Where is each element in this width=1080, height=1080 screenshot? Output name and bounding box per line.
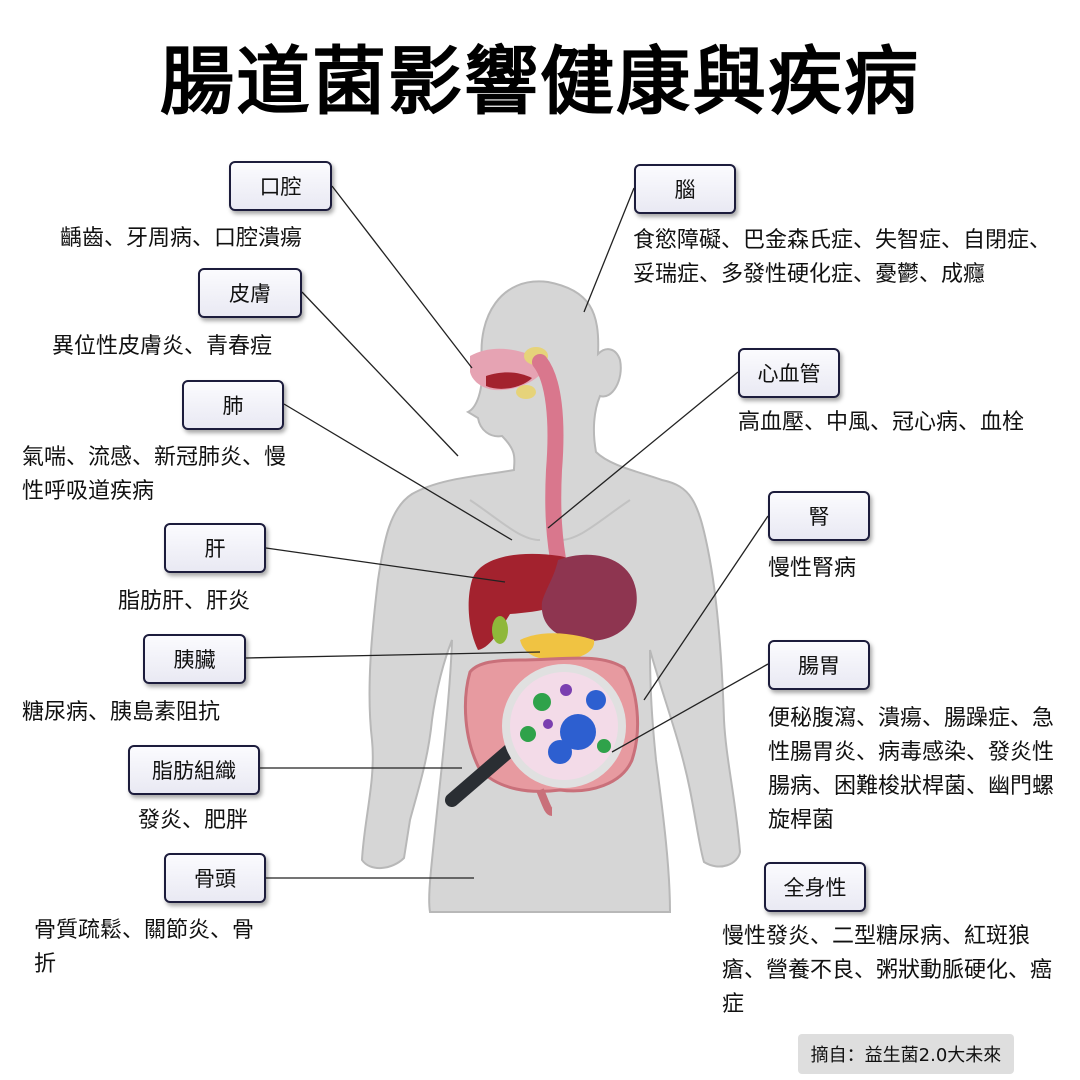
skin-connector xyxy=(301,291,459,457)
page-title: 腸道菌影響健康與疾病 xyxy=(160,39,920,125)
gallbladder-illustration xyxy=(492,616,508,644)
desc-fat-tissue: 發炎、肥胖 xyxy=(138,808,249,833)
label-box-gastrointestinal: 腸胃 xyxy=(768,640,870,690)
stomach-illustration xyxy=(541,554,637,642)
mouth-connector xyxy=(331,185,473,369)
desc-liver: 脂肪肝、肝炎 xyxy=(118,589,251,614)
desc-cardiovascular: 高血壓、中風、冠心病、血栓 xyxy=(738,410,1025,435)
desc-brain: 食慾障礙、巴金森氏症、失智症、自閉症、妥瑞症、多發性硬化症、憂鬱、成癮 xyxy=(633,228,1052,287)
pancreas-connector xyxy=(245,651,541,659)
connector-lines xyxy=(245,185,769,879)
label-box-mouth: 口腔 xyxy=(229,161,332,211)
source-credit: 摘自：益生菌2.0大未來 xyxy=(798,1034,1014,1074)
label-box-kidney: 腎 xyxy=(768,491,870,541)
desc-gastrointestinal: 便秘腹瀉、潰瘍、腸躁症、急性腸胃炎、病毒感染、發炎性腸病、困難梭狀桿菌、幽門螺旋… xyxy=(768,706,1055,833)
label-box-lung: 肺 xyxy=(182,380,284,430)
desc-kidney: 慢性腎病 xyxy=(768,556,857,581)
label-box-brain: 腦 xyxy=(634,164,736,214)
desc-skin: 異位性皮膚炎、青春痘 xyxy=(52,334,273,359)
gut-connector xyxy=(611,663,769,753)
cardio-connector xyxy=(547,371,739,529)
lung-connector xyxy=(283,403,513,541)
magnifier-bacteria-illustration xyxy=(445,664,626,807)
brain-connector xyxy=(583,187,635,313)
kidney-connector xyxy=(643,515,769,701)
esophagus-illustration xyxy=(532,354,568,578)
label-box-skin: 皮膚 xyxy=(198,268,302,318)
desc-mouth: 齲齒、牙周病、口腔潰瘍 xyxy=(60,226,303,251)
desc-pancreas: 糖尿病、胰島素阻抗 xyxy=(22,700,221,725)
desc-lung: 氣喘、流感、新冠肺炎、慢性呼吸道疾病 xyxy=(22,445,287,504)
mouth-illustration xyxy=(470,347,548,399)
desc-bone: 骨質疏鬆、關節炎、骨折 xyxy=(34,918,255,977)
label-box-pancreas: 胰臟 xyxy=(143,634,246,684)
pancreas-illustration xyxy=(520,633,595,660)
label-box-fat-tissue: 脂肪組織 xyxy=(128,745,260,795)
label-box-bone: 骨頭 xyxy=(164,853,266,903)
label-box-cardiovascular: 心血管 xyxy=(738,348,840,398)
label-box-systemic: 全身性 xyxy=(764,862,866,912)
label-box-liver: 肝 xyxy=(164,523,266,573)
desc-systemic: 慢性發炎、二型糖尿病、紅斑狼瘡、營養不良、粥狀動脈硬化、癌症 xyxy=(722,924,1053,1017)
liver-connector xyxy=(265,547,506,583)
